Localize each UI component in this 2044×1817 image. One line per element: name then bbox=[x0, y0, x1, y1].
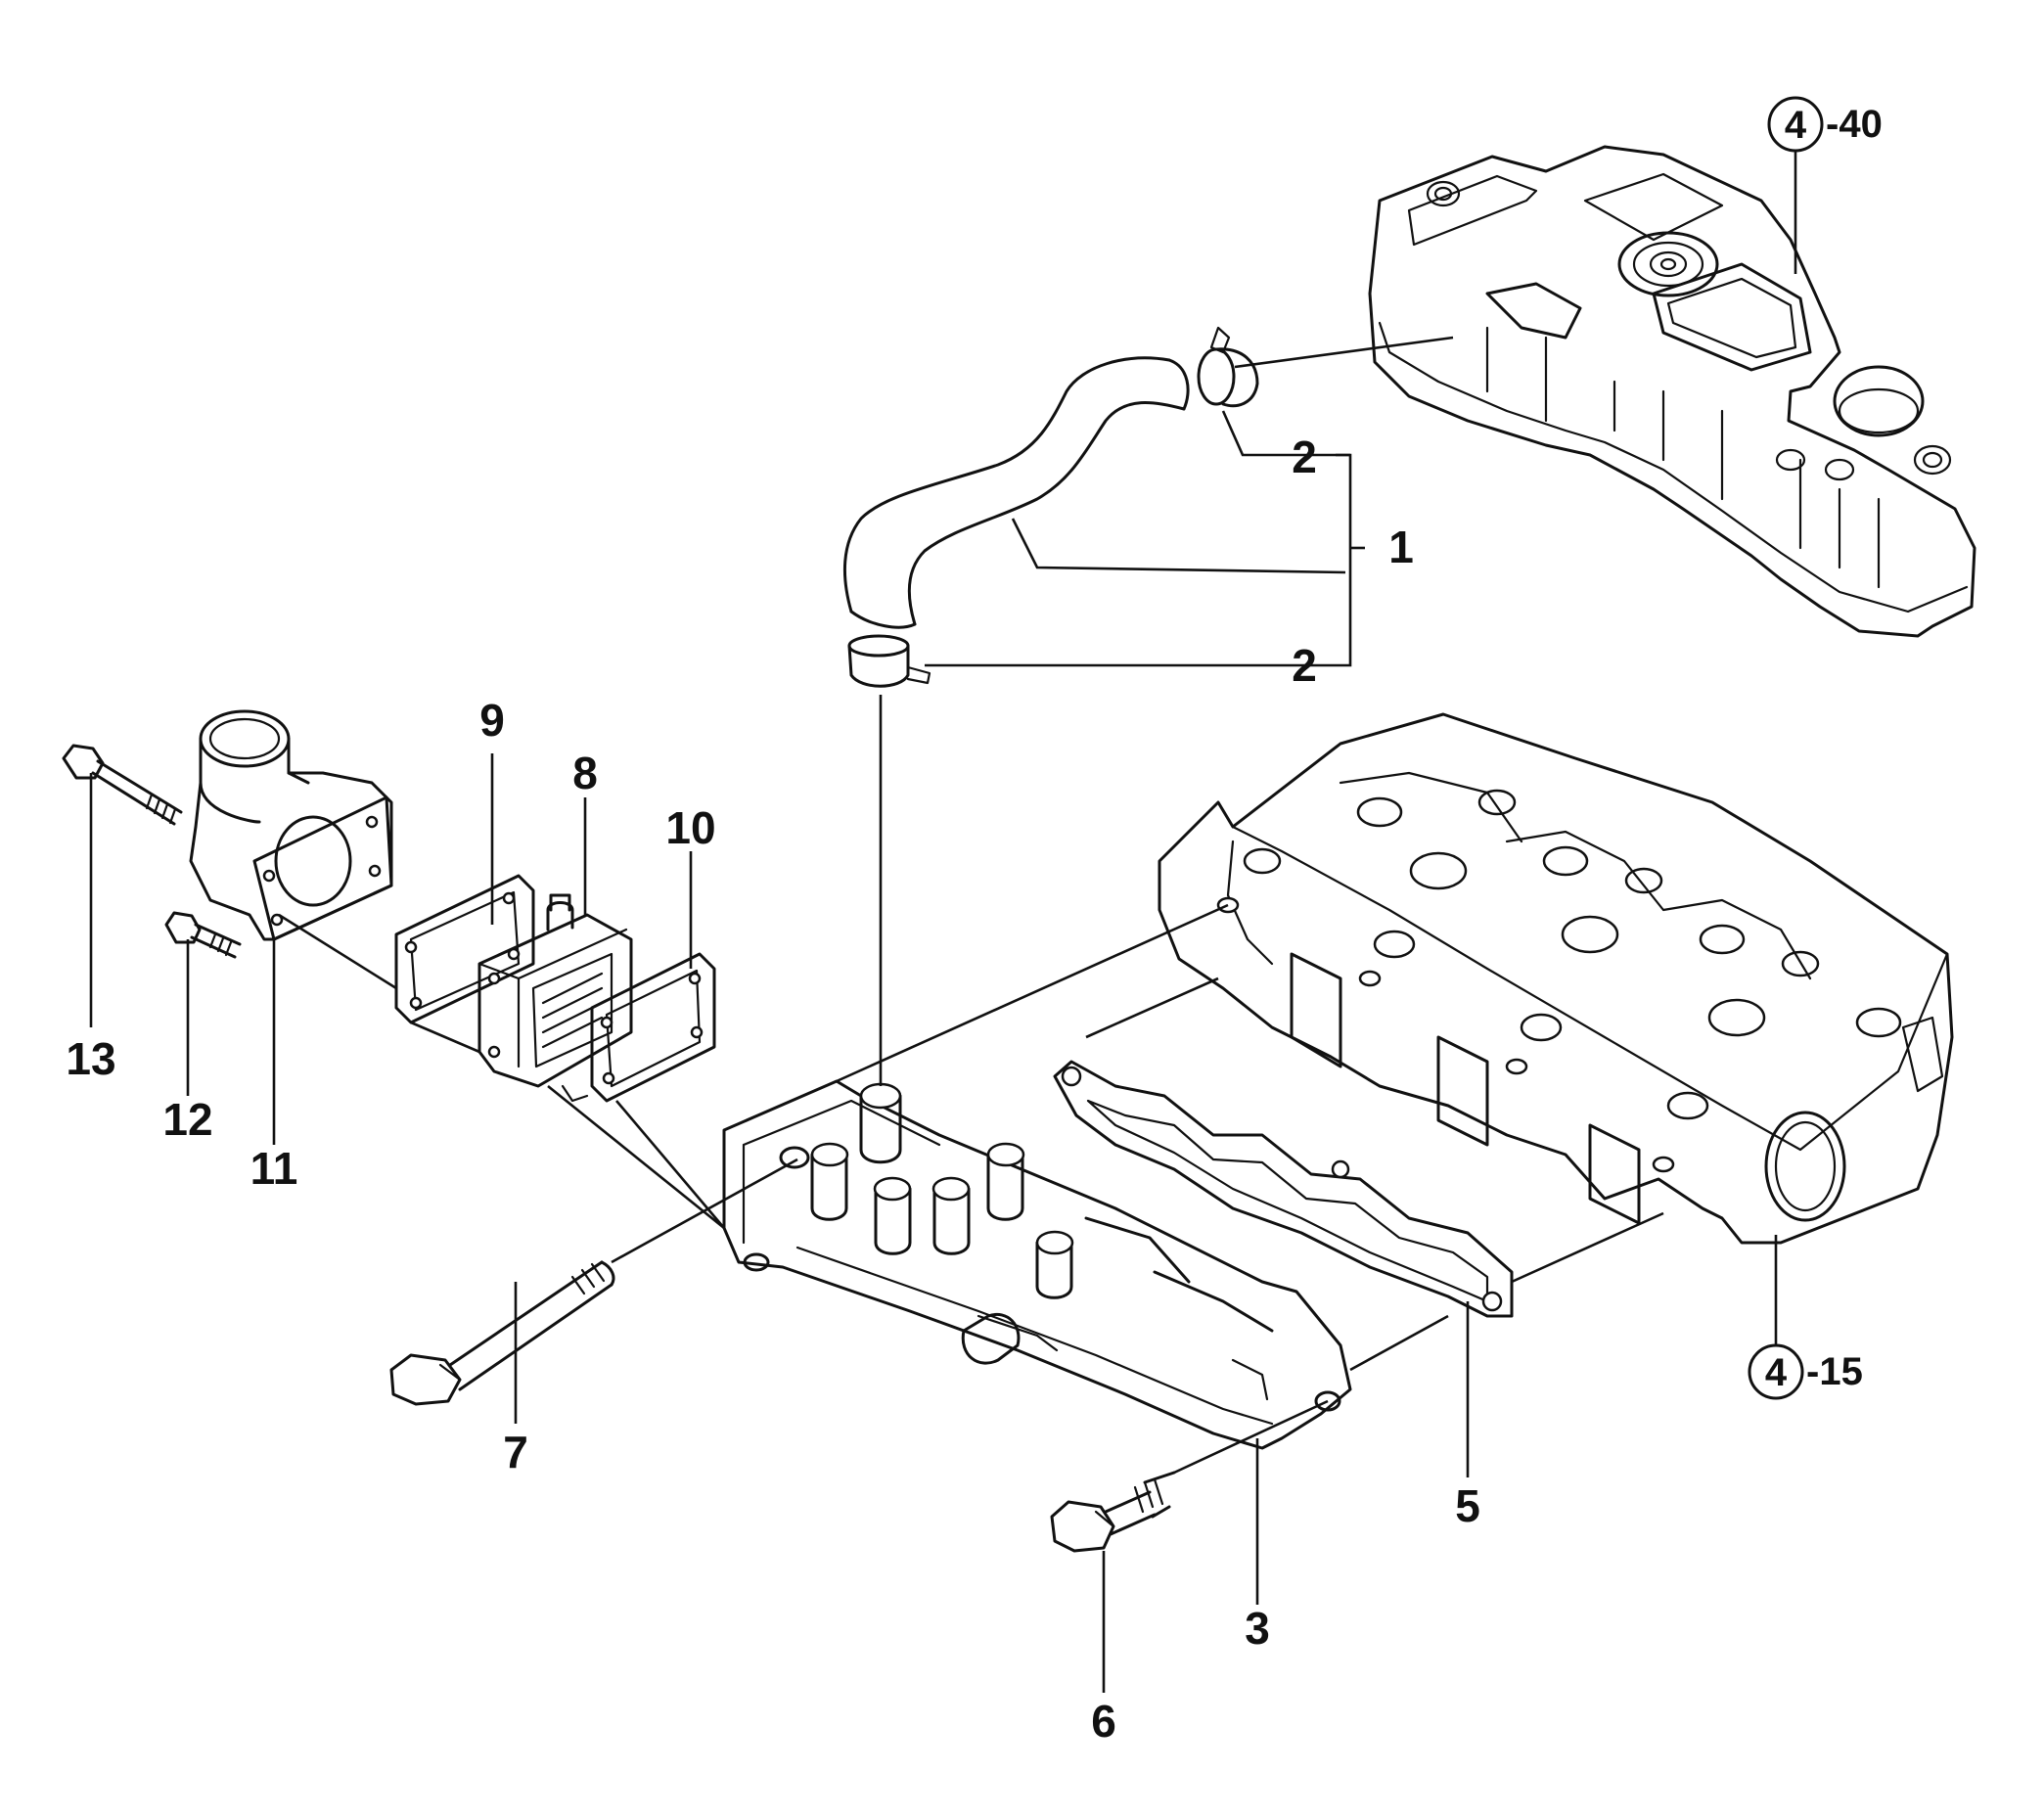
label-part-13: 13 bbox=[66, 1033, 115, 1084]
bolt-12 bbox=[164, 911, 242, 959]
label-part-7: 7 bbox=[503, 1427, 528, 1477]
label-part-2-upper: 2 bbox=[1292, 432, 1317, 482]
ref-top-circle-text: 4 bbox=[1785, 104, 1807, 147]
label-part-5: 5 bbox=[1455, 1480, 1480, 1531]
leader-lines bbox=[89, 152, 1797, 1693]
label-part-6: 6 bbox=[1091, 1696, 1116, 1747]
breather-hose bbox=[843, 356, 1190, 629]
head-bolt-bosses bbox=[1216, 789, 1902, 1173]
label-part-1: 1 bbox=[1388, 522, 1414, 572]
gasket-lower bbox=[590, 952, 716, 1103]
label-part-3: 3 bbox=[1245, 1603, 1270, 1654]
manifold-gasket bbox=[1053, 1060, 1514, 1318]
hose-clamp-lower bbox=[847, 634, 931, 688]
label-part-12: 12 bbox=[162, 1094, 212, 1145]
part-labels: 1 2 2 3 5 6 7 8 9 10 11 12 13 bbox=[66, 432, 1479, 1747]
bolt-7 bbox=[389, 1260, 615, 1406]
cylinder-head bbox=[1158, 712, 1954, 1245]
intake-heater bbox=[477, 893, 633, 1103]
hose-clamp-upper bbox=[1197, 326, 1259, 408]
label-part-9: 9 bbox=[479, 695, 505, 746]
intake-elbow bbox=[189, 709, 393, 941]
ref-bottom-suffix: -15 bbox=[1806, 1350, 1863, 1393]
ref-bottom-circle-text: 4 bbox=[1765, 1351, 1788, 1394]
ref-top-suffix: -40 bbox=[1826, 103, 1883, 146]
rocker-cover bbox=[1368, 145, 1976, 638]
label-part-10: 10 bbox=[665, 802, 715, 853]
gasket-upper bbox=[394, 874, 535, 1024]
reference-callout-top: 4 -40 bbox=[1767, 96, 1883, 153]
reference-callout-bottom: 4 -15 bbox=[1748, 1343, 1863, 1400]
bolt-6 bbox=[1050, 1471, 1176, 1553]
label-part-2-lower: 2 bbox=[1292, 640, 1317, 691]
intake-manifold bbox=[722, 1079, 1352, 1450]
manifold-bosses bbox=[810, 1082, 1274, 1333]
bolt-13 bbox=[62, 744, 183, 826]
intake-ports bbox=[1290, 952, 1641, 1225]
label-part-11: 11 bbox=[250, 1143, 298, 1194]
label-part-8: 8 bbox=[572, 748, 598, 798]
